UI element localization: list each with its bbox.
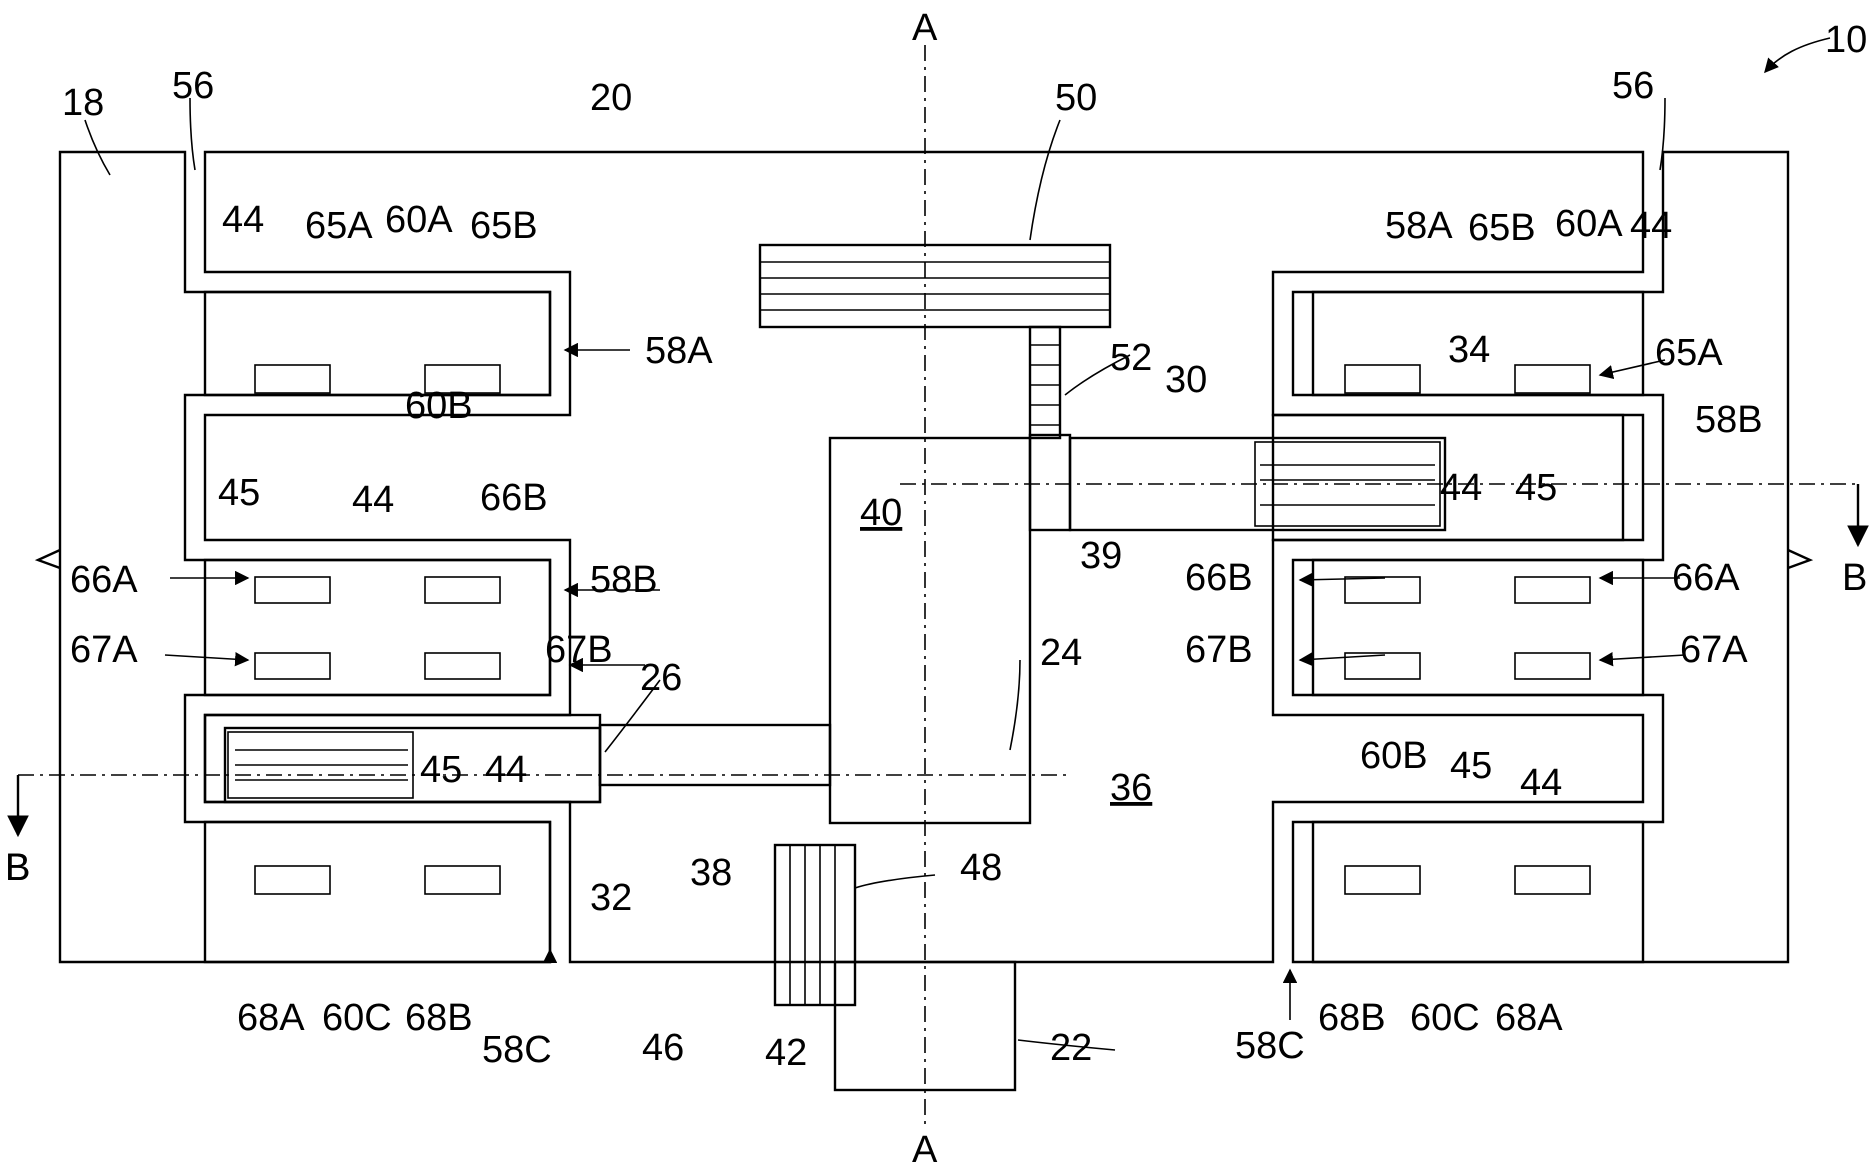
reference-label: 67A — [70, 629, 138, 671]
reference-label: 68B — [405, 997, 473, 1039]
reference-label: 60A — [1555, 203, 1623, 245]
reference-label: 38 — [690, 852, 732, 894]
reference-label: 68B — [1318, 997, 1386, 1039]
housing-18 — [60, 152, 550, 962]
reference-label: 67B — [545, 629, 613, 671]
reference-label: 65B — [1468, 207, 1536, 249]
reference-label: 52 — [1110, 337, 1152, 379]
reference-label: B — [5, 847, 30, 889]
section-mark-b-right: B — [1842, 557, 1867, 599]
reference-label: 45 — [420, 749, 462, 791]
reference-label: 67B — [1185, 629, 1253, 671]
reference-label: 44 — [485, 749, 527, 791]
reference-label: 68A — [237, 997, 305, 1039]
reference-label: 68A — [1495, 997, 1563, 1039]
section-mark-a-bottom: A — [912, 1129, 938, 1171]
reference-label: 58A — [645, 330, 713, 372]
reference-label: 39 — [1080, 535, 1122, 577]
reference-label: 56 — [172, 65, 214, 107]
passage-39 — [1030, 435, 1070, 530]
rotor-20 — [205, 152, 1643, 962]
coils — [255, 365, 1590, 894]
reference-label: 65A — [305, 205, 373, 247]
reference-label: 46 — [642, 1027, 684, 1069]
reference-label: 22 — [1050, 1027, 1092, 1069]
section-mark-a-top: A — [912, 7, 938, 49]
reference-label: 58A — [1385, 205, 1453, 247]
reference-label: 44 — [222, 199, 264, 241]
leader-lines — [85, 38, 1830, 1050]
reference-label: 65B — [470, 205, 538, 247]
passage-38 — [600, 725, 830, 785]
reference-label: 26 — [640, 657, 682, 699]
reference-label: 42 — [765, 1032, 807, 1074]
reference-label: 44 — [352, 479, 394, 521]
reference-label: 20 — [590, 77, 632, 119]
reference-label: 58B — [1695, 399, 1763, 441]
reference-label: 67A — [1680, 629, 1748, 671]
stem-52 — [1030, 327, 1060, 438]
reference-labels: 1018205656502246424465A60A65B58A4560B446… — [5, 19, 1867, 1074]
reference-label: 24 — [1040, 632, 1082, 674]
reference-label: 60B — [1360, 735, 1428, 777]
reference-label: 58B — [590, 559, 658, 601]
reference-label: 60C — [322, 997, 392, 1039]
reference-label: 45 — [1515, 467, 1557, 509]
reference-label: 66A — [70, 559, 138, 601]
reference-label: 36 — [1110, 767, 1152, 809]
reference-label: 60A — [385, 199, 453, 241]
reference-label: 66A — [1672, 557, 1740, 599]
reference-label: 45 — [1450, 745, 1492, 787]
reference-label: 66B — [480, 477, 548, 519]
reference-label: 50 — [1055, 77, 1097, 119]
reference-label: 30 — [1165, 359, 1207, 401]
reference-label: 44 — [1440, 467, 1482, 509]
reference-label: 65A — [1655, 332, 1723, 374]
reference-label: 18 — [62, 82, 104, 124]
reference-label: 45 — [218, 472, 260, 514]
reference-label: 58C — [1235, 1025, 1305, 1067]
reference-label: 66B — [1185, 557, 1253, 599]
reference-label: 56 — [1612, 65, 1654, 107]
reference-label: 48 — [960, 847, 1002, 889]
right-cavity-60B — [1313, 560, 1643, 695]
left-cavity-60C — [205, 822, 550, 962]
reference-label: 32 — [590, 877, 632, 919]
left-cavity-60A — [205, 292, 550, 395]
reference-label: 44 — [1630, 205, 1672, 247]
component-50 — [760, 245, 1110, 327]
reference-label: 34 — [1448, 329, 1490, 371]
reference-label: 58C — [482, 1029, 552, 1071]
left-cavity-60B — [205, 560, 550, 695]
reference-label: 60B — [405, 385, 473, 427]
reference-label: 10 — [1825, 19, 1867, 61]
element-48 — [775, 845, 855, 1005]
reference-label: 60C — [1410, 997, 1480, 1039]
reference-label: 44 — [1520, 762, 1562, 804]
reference-label: 40 — [860, 492, 902, 534]
right-cavity-60C — [1313, 822, 1643, 962]
